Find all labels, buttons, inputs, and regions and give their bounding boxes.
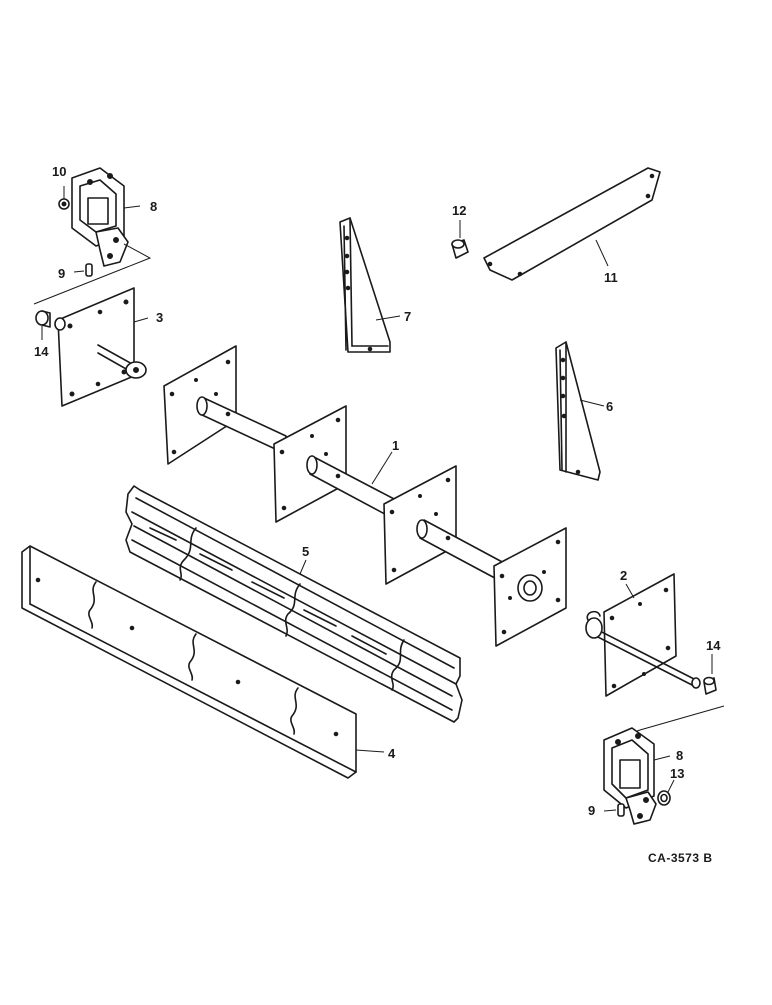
end-plate-right [585, 573, 717, 697]
label-14-left: 14 [34, 344, 49, 359]
label-13: 13 [670, 766, 684, 781]
label-6: 6 [606, 399, 613, 414]
gusset-left [339, 217, 401, 353]
label-4: 4 [388, 746, 396, 761]
label-10: 10 [52, 164, 66, 179]
label-3: 3 [156, 310, 163, 325]
label-1: 1 [392, 438, 399, 453]
label-12: 12 [452, 203, 466, 218]
gusset-right [555, 341, 605, 481]
label-8-bottom: 8 [676, 748, 683, 763]
label-8-top: 8 [150, 199, 157, 214]
label-9-top: 9 [58, 266, 65, 281]
label-2: 2 [620, 568, 627, 583]
bushing-12 [451, 220, 469, 259]
label-14-right: 14 [706, 638, 721, 653]
drawing-number: CA-3573 B [648, 851, 713, 865]
bracket-bottom-right [603, 727, 675, 825]
label-5: 5 [302, 544, 309, 559]
bracket-top-left [33, 167, 152, 305]
label-11: 11 [604, 270, 618, 285]
label-9-bottom: 9 [588, 803, 595, 818]
end-plate-left [35, 287, 149, 407]
main-shaft-assembly [163, 345, 567, 647]
label-7: 7 [404, 309, 411, 324]
strap-11 [483, 167, 661, 281]
wear-strip-flat [21, 545, 385, 779]
wear-strip-angle [125, 485, 463, 723]
